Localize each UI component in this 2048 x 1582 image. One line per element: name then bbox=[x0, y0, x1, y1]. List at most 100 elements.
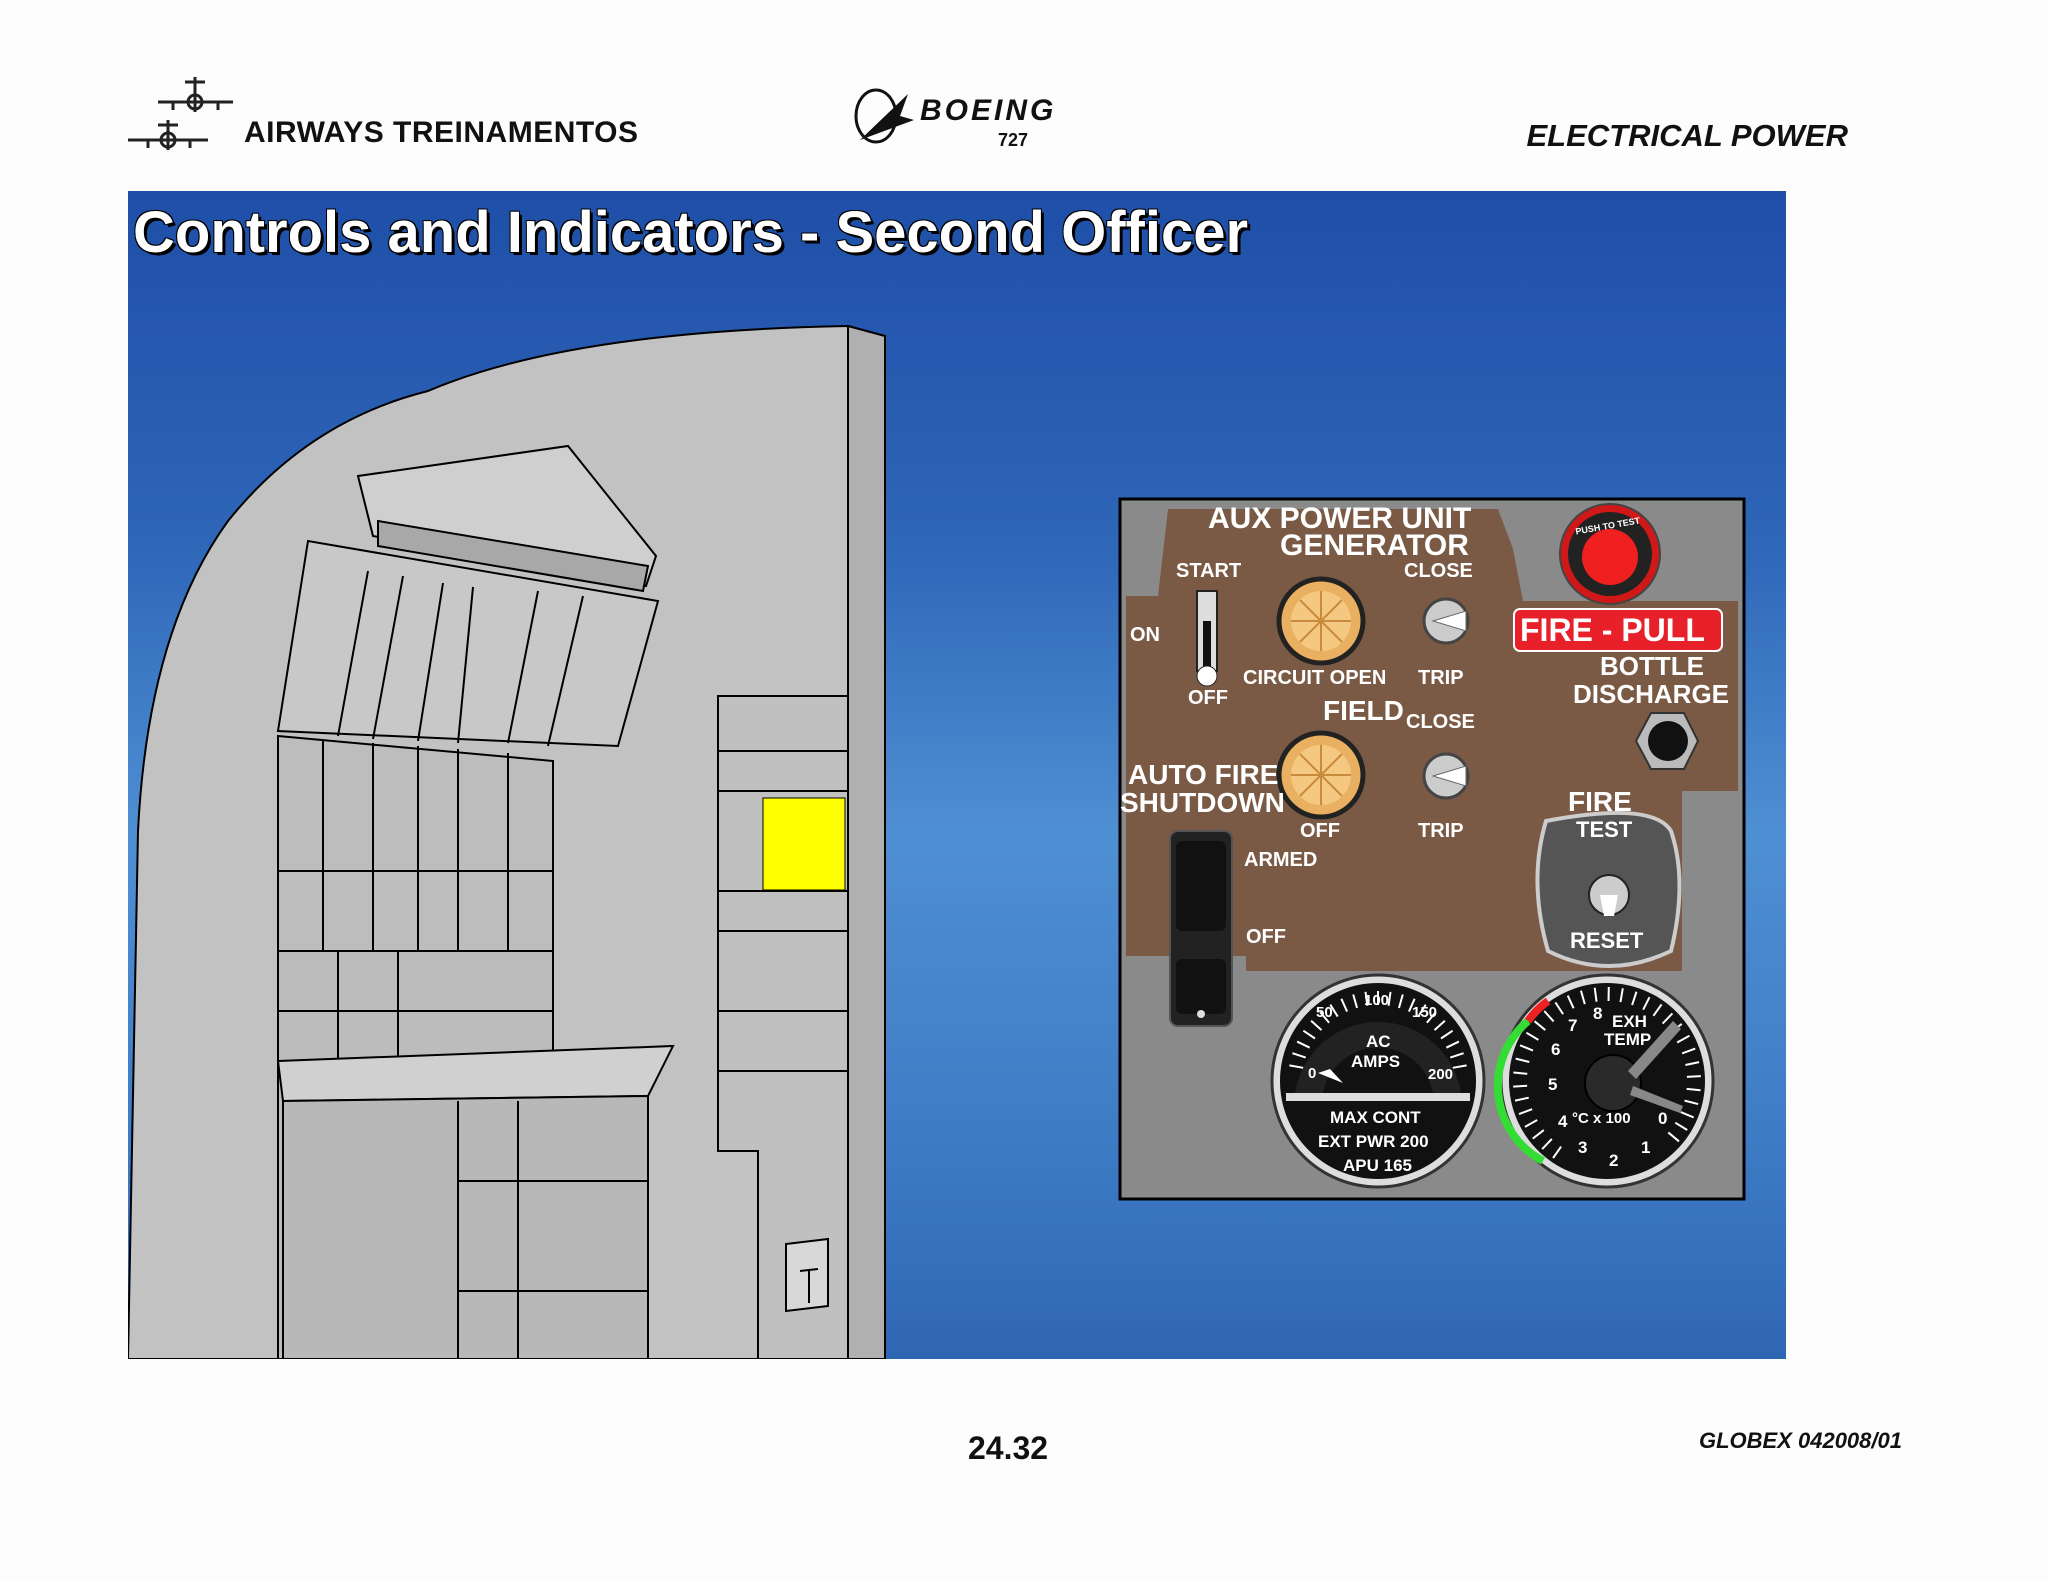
circuit-open-label: CIRCUIT OPEN bbox=[1243, 667, 1386, 689]
section-title: ELECTRICAL POWER bbox=[1526, 118, 1849, 153]
auto-fire-shutdown-switch[interactable] bbox=[1169, 830, 1233, 1027]
exh-red-arc bbox=[1524, 997, 1551, 1024]
gauge-tick bbox=[1433, 1020, 1446, 1031]
ac-tick-50: 50 bbox=[1316, 1004, 1333, 1021]
exh-needle bbox=[1628, 1021, 1681, 1079]
gauge-tick bbox=[1440, 1029, 1454, 1040]
gauge-tick bbox=[1518, 1108, 1533, 1116]
bottle-label: BOTTLE bbox=[1600, 651, 1704, 681]
gauge-tick bbox=[1302, 1029, 1316, 1040]
slide-title: Controls and Indicators - Second Officer bbox=[133, 200, 1249, 265]
exh-tick-5: 5 bbox=[1548, 1075, 1557, 1094]
field-label: FIELD bbox=[1323, 695, 1404, 726]
discharge-label: DISCHARGE bbox=[1573, 679, 1729, 709]
exh-green-arc bbox=[1493, 1017, 1545, 1165]
gauge-tick bbox=[1352, 994, 1359, 1009]
gauge-tick bbox=[1387, 991, 1392, 1006]
ac-amps-needle bbox=[1318, 1069, 1343, 1083]
gauge-tick bbox=[1417, 1004, 1427, 1018]
apu-title-line2: GENERATOR bbox=[1280, 529, 1469, 562]
close-label: CLOSE bbox=[1404, 560, 1473, 582]
bottle-discharge-light bbox=[1634, 712, 1700, 770]
gauge-tick bbox=[1452, 1064, 1467, 1069]
push-to-test-fire-handle[interactable]: PUSH TO TEST bbox=[1559, 503, 1661, 605]
exh-tick-2: 2 bbox=[1609, 1151, 1618, 1170]
apu-panel-location-highlight bbox=[762, 797, 846, 891]
gauge-tick bbox=[1513, 1084, 1528, 1088]
trip-field-label: TRIP bbox=[1418, 820, 1464, 842]
circuit-open-light[interactable] bbox=[1276, 576, 1366, 666]
gauge-tick bbox=[1684, 1099, 1699, 1106]
gauge-tick bbox=[1652, 1003, 1663, 1017]
generator-close-trip-switch[interactable] bbox=[1422, 597, 1470, 645]
fire-test-reset-switch[interactable] bbox=[1535, 811, 1682, 968]
gauge-tick bbox=[1426, 1011, 1437, 1024]
ac-tick-0: 0 bbox=[1308, 1065, 1316, 1082]
footer-code: GLOBEX 042008/01 bbox=[1698, 1428, 1902, 1453]
test-label: TEST bbox=[1576, 817, 1633, 842]
gauge-tick bbox=[1289, 1064, 1304, 1069]
off-field-label: OFF bbox=[1300, 820, 1340, 842]
gauge-tick bbox=[1667, 1131, 1680, 1143]
on-label: ON bbox=[1130, 624, 1160, 646]
gauge-tick bbox=[1515, 1057, 1530, 1063]
start-label: START bbox=[1176, 560, 1241, 582]
exh-tick-6: 6 bbox=[1551, 1040, 1560, 1059]
gauge-tick bbox=[1593, 987, 1598, 1002]
gauge-tick bbox=[1524, 1119, 1538, 1128]
gauge-tick bbox=[1397, 994, 1404, 1009]
gauge-tick bbox=[1680, 1111, 1695, 1119]
gauge-tick bbox=[1541, 1138, 1553, 1150]
fire-pull-label: FIRE - PULL bbox=[1520, 612, 1705, 648]
boeing-wordmark: BOEING bbox=[920, 94, 1056, 127]
gauge-tick bbox=[1579, 990, 1586, 1005]
gauge-tick bbox=[1449, 1052, 1464, 1059]
gauge-tick bbox=[1554, 1001, 1564, 1015]
gauge-tick bbox=[1642, 996, 1651, 1011]
off-auto-label: OFF bbox=[1246, 926, 1286, 948]
gauge-tick bbox=[1340, 998, 1349, 1012]
field-off-light[interactable] bbox=[1276, 730, 1366, 820]
amps-label: AMPS bbox=[1351, 1052, 1400, 1071]
gauge-tick bbox=[1364, 991, 1369, 1006]
gauge-tick bbox=[1319, 1011, 1330, 1024]
slide-panel: AUX POWER UNIT GENERATOR START CLOSE ON … bbox=[128, 191, 1786, 1359]
gauge-tick bbox=[1619, 988, 1624, 1003]
apu-title-line1: AUX POWER UNIT bbox=[1208, 502, 1471, 535]
slide-graphics: AUX POWER UNIT GENERATOR START CLOSE ON … bbox=[128, 324, 1746, 1359]
header-company: AIRWAYS TREINAMENTOS bbox=[128, 72, 639, 152]
gauge-tick bbox=[1676, 1034, 1690, 1044]
gauge-tick bbox=[1296, 1040, 1311, 1049]
exh-tick-8: 8 bbox=[1593, 1004, 1602, 1023]
gauge-tick bbox=[1661, 1012, 1674, 1025]
exh-tick-7: 7 bbox=[1568, 1016, 1577, 1035]
gauge-tick bbox=[1686, 1087, 1701, 1092]
exh-tick-0: 0 bbox=[1658, 1109, 1667, 1128]
boeing-model: 727 bbox=[998, 130, 1028, 150]
field-close-trip-switch[interactable] bbox=[1422, 752, 1470, 800]
gauge-tick bbox=[1532, 1129, 1545, 1140]
gauge-tick bbox=[1631, 991, 1638, 1006]
gauge-tick bbox=[1292, 1052, 1307, 1059]
max-cont-label: MAX CONT bbox=[1330, 1108, 1421, 1127]
gauge-tick bbox=[1519, 1044, 1534, 1052]
ac-tick-200: 200 bbox=[1428, 1066, 1453, 1083]
gauge-tick bbox=[1513, 1071, 1528, 1075]
gauge-tick bbox=[1445, 1040, 1460, 1049]
exh-label: EXH bbox=[1612, 1012, 1647, 1031]
apu-control-panel: AUX POWER UNIT GENERATOR START CLOSE ON … bbox=[1118, 497, 1746, 1201]
airplane-logo-icon bbox=[128, 77, 233, 150]
gauge-tick bbox=[1681, 1047, 1696, 1055]
auto-fire-line2: SHUTDOWN bbox=[1120, 787, 1285, 818]
apu-start-switch[interactable] bbox=[1196, 590, 1218, 687]
gauge-tick bbox=[1533, 1020, 1546, 1031]
gauge-tick bbox=[1514, 1096, 1529, 1102]
gauge-tick bbox=[1686, 1075, 1701, 1078]
exh-tick-4: 4 bbox=[1558, 1112, 1568, 1131]
second-officer-station-drawing bbox=[128, 324, 886, 1359]
gauge-tick bbox=[1407, 998, 1416, 1012]
apu-165-label: APU 165 bbox=[1343, 1156, 1412, 1175]
gauge-tick bbox=[1674, 1121, 1688, 1131]
exh-temp-gauge: 0 1 2 3 4 5 6 7 8 EXH TEMP °C x 100 bbox=[1493, 973, 1715, 1189]
temp-label: TEMP bbox=[1604, 1030, 1651, 1049]
